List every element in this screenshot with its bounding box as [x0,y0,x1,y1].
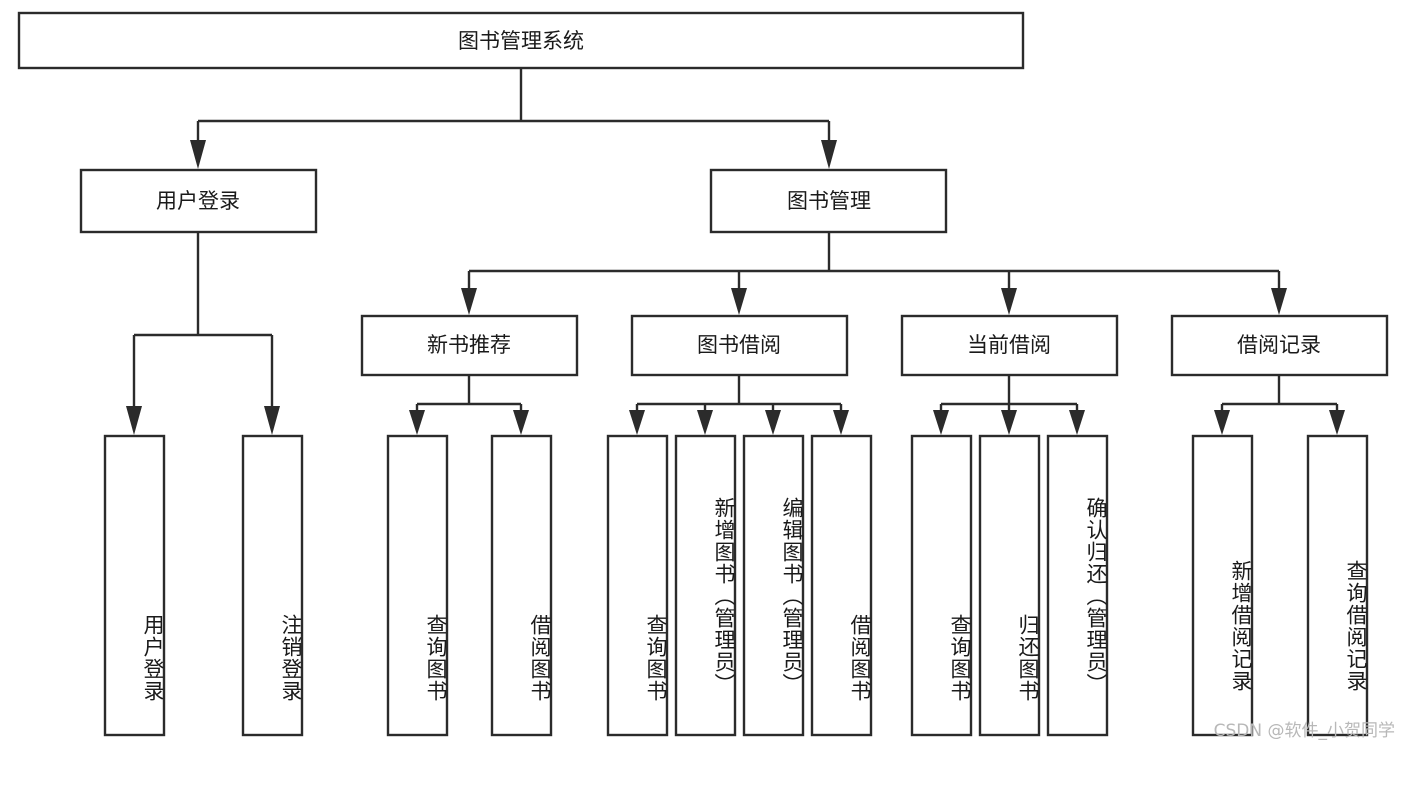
arrow-head-book-borrow [731,288,747,315]
leaf-box-edit-book[interactable] [742,434,805,737]
node-root[interactable]: 图书管理系统 [17,11,1025,70]
node-current-borrow-label: 当前借阅 [967,333,1051,357]
arrow-head-leaf-query-book-3 [933,410,949,435]
node-new-book-recommend-label: 新书推荐 [427,333,511,357]
arrow-head-user-login [190,140,206,169]
leaf-box-return-book[interactable] [978,434,1041,737]
arrow-head-new-book-recommend [461,288,477,315]
node-root-box[interactable] [17,11,1025,70]
leaf-box-query-book-1[interactable] [386,434,449,737]
leaf-box-user-logout[interactable] [241,434,304,737]
arrow-head-leaf-return-book [1001,410,1017,435]
arrow-head-current-borrow [1001,288,1017,315]
node-borrow-record-label: 借阅记录 [1237,333,1321,357]
node-current-borrow[interactable]: 当前借阅 [900,314,1119,377]
node-book-manage[interactable]: 图书管理 [709,168,948,234]
leaf-box-user-login[interactable] [103,434,166,737]
node-current-borrow-box[interactable] [900,314,1119,377]
arrow-head-leaf-add-book [697,410,713,435]
arrow-head-leaf-query-book-2 [629,410,645,435]
leaf-box-query-record[interactable] [1306,434,1369,737]
node-user-login[interactable]: 用户登录 [79,168,318,234]
node-borrow-record[interactable]: 借阅记录 [1170,314,1389,377]
node-book-borrow[interactable]: 图书借阅 [630,314,849,377]
leaf-box-borrow-book-2[interactable] [810,434,873,737]
node-new-book-recommend-box[interactable] [360,314,579,377]
arrow-head-leaf-user-login [126,406,142,435]
node-root-label: 图书管理系统 [458,29,584,53]
node-user-login-label: 用户登录 [156,189,240,213]
leaf-box-add-record[interactable] [1191,434,1254,737]
arrow-head-leaf-borrow-book-2 [833,410,849,435]
node-book-manage-label: 图书管理 [787,189,871,213]
arrow-head-leaf-query-record [1329,410,1345,435]
node-borrow-record-box[interactable] [1170,314,1389,377]
node-new-book-recommend[interactable]: 新书推荐 [360,314,579,377]
arrow-head-leaf-add-record [1214,410,1230,435]
csdn-watermark: CSDN @软件_小贺同学 [1213,721,1395,741]
arrow-head-leaf-user-logout [264,406,280,435]
leaf-box-confirm-return[interactable] [1046,434,1109,737]
arrow-head-book-manage [821,140,837,169]
leaf-box-query-book-2[interactable] [606,434,669,737]
arrow-head-leaf-confirm-return [1069,410,1085,435]
arrow-head-leaf-query-book-1 [409,410,425,435]
arrow-head-borrow-record [1271,288,1287,315]
arrow-head-leaf-borrow-book-1 [513,410,529,435]
node-book-borrow-box[interactable] [630,314,849,377]
leaf-box-layer [103,434,1369,737]
node-book-borrow-label: 图书借阅 [697,333,781,357]
diagram-canvas-root: 图书管理系统 用户登录 图书管理 新书推荐 图书借阅 当前借阅 借阅记录 [17,11,1395,741]
arrow-head-leaf-edit-book [765,410,781,435]
node-book-manage-box[interactable] [709,168,948,234]
hierarchy-diagram-svg: 图书管理系统 用户登录 图书管理 新书推荐 图书借阅 当前借阅 借阅记录 [17,11,1389,737]
leaf-box-borrow-book-1[interactable] [490,434,553,737]
connector-layer [126,68,1345,435]
node-user-login-box[interactable] [79,168,318,234]
leaf-box-add-book[interactable] [674,434,737,737]
leaf-box-query-book-3[interactable] [910,434,973,737]
